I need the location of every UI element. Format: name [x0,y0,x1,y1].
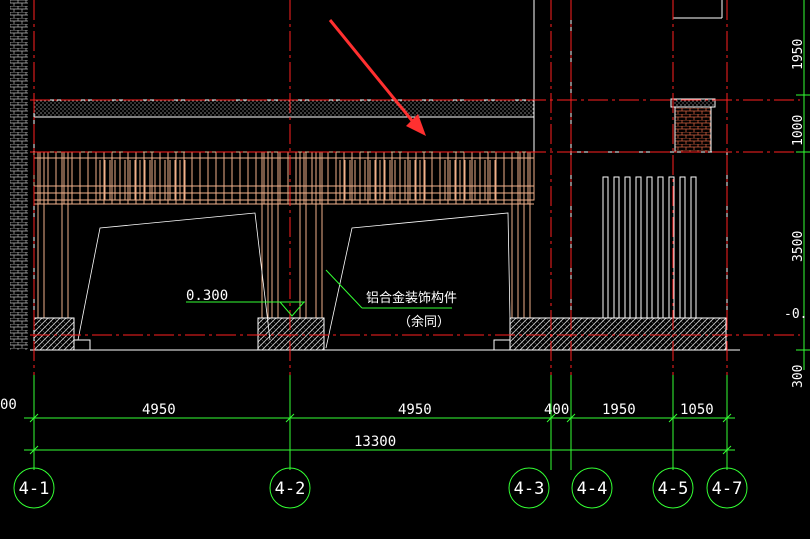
dim-4950-b: 4950 [398,402,432,418]
chimney-cap [670,98,716,108]
dim-tick [29,413,39,423]
vertical-slat [624,176,631,320]
grid-bubble-4-1[interactable]: 4-1 [13,467,55,509]
dim-400: 400 [544,402,569,418]
dim-tick [566,413,576,423]
pergola-post [261,151,269,319]
grid-bubble-4-2[interactable]: 4-2 [269,467,311,509]
dim-total: 13300 [354,434,396,450]
pergola-post [299,151,307,319]
pergola-post [61,151,69,319]
right-dimension-line [796,0,810,370]
grid-label-4-1: 4-1 [19,479,50,499]
decorative-slat-panel [602,176,697,320]
vertical-slat [613,176,620,320]
grid-bubble-4-3[interactable]: 4-3 [508,467,550,509]
right-dim-3500: 3500 [791,231,806,262]
chimney [674,104,712,153]
elevation-label: 0.300 [186,288,228,304]
dim-tick [668,413,678,423]
vertical-slat [635,176,642,320]
elevation-marker [186,301,305,317]
component-note: （余同） [398,314,450,330]
component-leader [325,269,452,309]
right-elevation-label: -0. [784,307,807,322]
grid-bubble-4-7[interactable]: 4-7 [706,467,748,509]
grid-bubble-4-5[interactable]: 4-5 [652,467,694,509]
pergola-post [271,151,279,319]
dim-tick [285,413,295,423]
left-brick-wall [10,0,28,350]
grid-label-4-3: 4-3 [514,479,545,499]
column-plinths [33,317,727,351]
grid-bubble-4-4[interactable]: 4-4 [571,467,613,509]
dim-tick [722,413,732,423]
vertical-slat [602,176,609,320]
right-dim-1000: 1000 [791,115,806,146]
left-clipped-dim: 00 [0,397,17,413]
grid-label-4-5: 4-5 [658,479,689,499]
grid-label-4-4: 4-4 [577,479,608,499]
pergola-post [523,151,531,319]
roof-slab [33,99,535,118]
dimension-lines [24,375,735,470]
dim-1950: 1950 [602,402,636,418]
vertical-slat [679,176,686,320]
right-dim-300: 300 [791,365,806,388]
grid-label-4-2: 4-2 [275,479,306,499]
vertical-slat [657,176,664,320]
pergola-post [37,151,45,319]
pointer-arrow [328,19,426,136]
pergola-post [511,151,519,319]
pergola-post [315,151,323,319]
component-label: 铝合金装饰构件 [366,290,457,306]
aluminum-pergola-frame [33,151,535,319]
grid-label-4-7: 4-7 [712,479,743,499]
right-dim-1950: 1950 [791,39,806,70]
vertical-slat [690,176,697,320]
vertical-slat [646,176,653,320]
dim-4950-a: 4950 [142,402,176,418]
dim-tick [722,445,732,455]
dim-tick [29,445,39,455]
leader-lines [77,212,511,349]
dim-tick [546,413,556,423]
dim-1050: 1050 [680,402,714,418]
